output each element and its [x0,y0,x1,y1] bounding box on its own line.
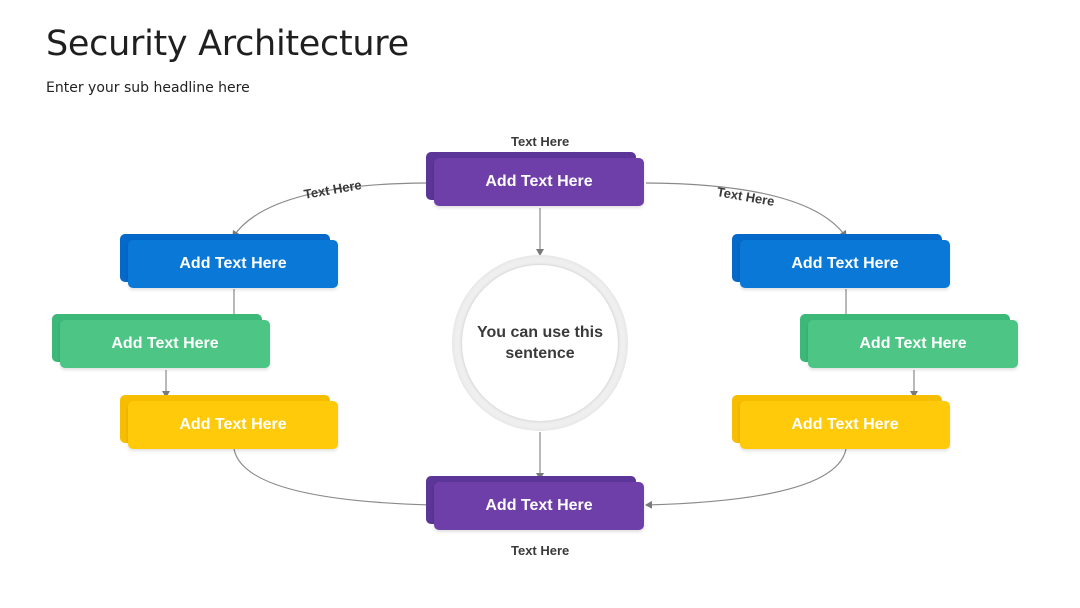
arc-top-to-left [232,182,427,238]
arc-right3-to-bottom [645,448,847,509]
box-right-3: Add Text Here [732,395,950,449]
box-left-3-text: Add Text Here [128,401,338,449]
page-subtitle: Enter your sub headline here [46,80,250,96]
box-right-3-text: Add Text Here [740,401,950,449]
box-left-1-text: Add Text Here [128,240,338,288]
label-top: Text Here [511,134,570,149]
box-bottom-text: Add Text Here [434,482,644,530]
center-circle: You can use this sentence [462,265,618,421]
box-top: Add Text Here [426,152,644,206]
center-text: You can use this sentence [477,324,603,362]
arc-left3-to-bottom [233,448,433,509]
box-left-2-text: Add Text Here [60,320,270,368]
label-bottom: Text Here [511,543,570,558]
box-left-2: Add Text Here [52,314,270,368]
arc-top-to-right [645,182,847,238]
box-bottom: Add Text Here [426,476,644,530]
box-right-1: Add Text Here [732,234,950,288]
box-top-text: Add Text Here [434,158,644,206]
box-left-3: Add Text Here [120,395,338,449]
box-right-1-text: Add Text Here [740,240,950,288]
page-title: Security Architecture [46,24,409,64]
box-left-1: Add Text Here [120,234,338,288]
box-right-2: Add Text Here [800,314,1018,368]
box-right-2-text: Add Text Here [808,320,1018,368]
